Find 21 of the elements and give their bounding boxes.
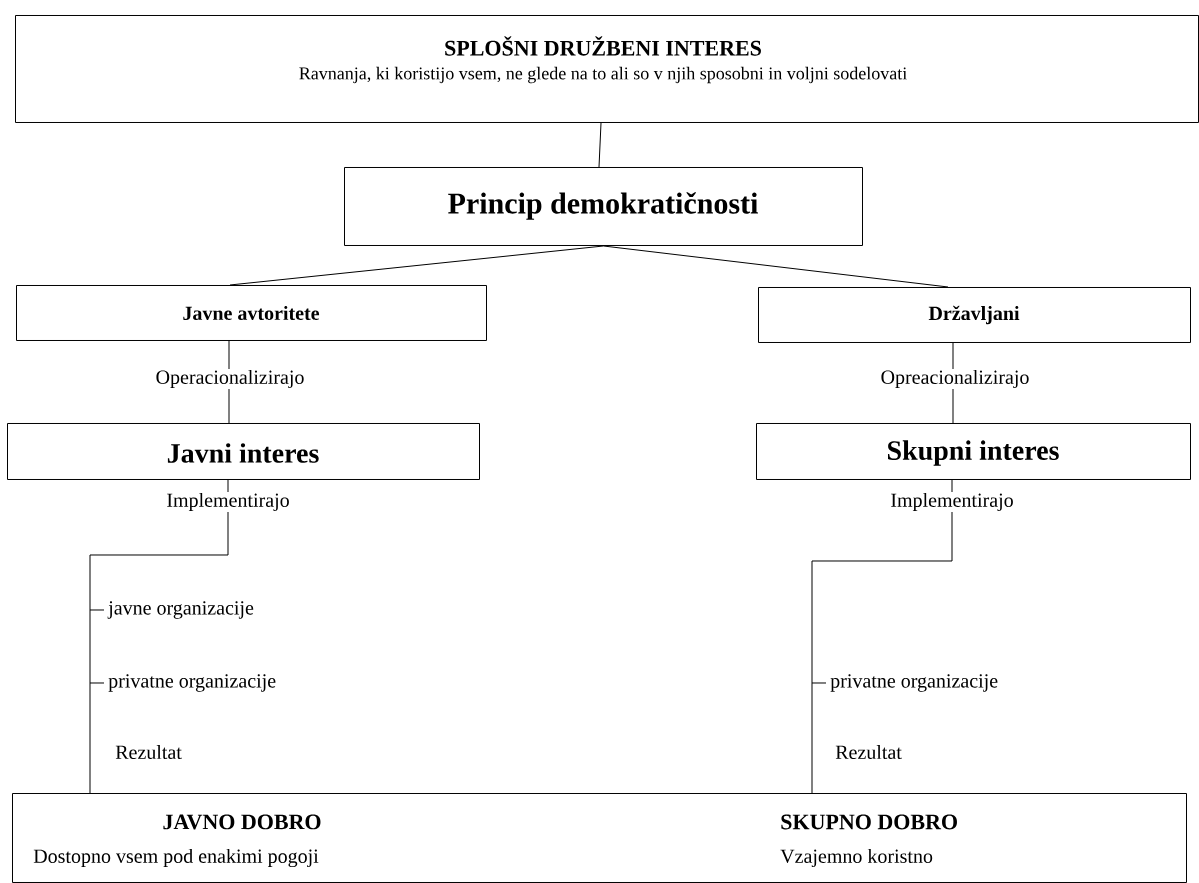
actor-box: Državljani: [758, 287, 1191, 343]
interest-box: Javni interes: [7, 423, 480, 480]
interest-box: Skupni interes: [756, 423, 1191, 480]
list-text: Rezultat: [835, 744, 902, 760]
edge-label: Opreacionalizirajo: [879, 368, 1031, 390]
edge-label: Implementirajo: [165, 491, 291, 513]
edge-label: Implementirajo: [889, 491, 1015, 513]
outcome-box: JAVNO DOBRO Dostopno vsem pod enakimi pogoji SKUPNO DOBRO Vzajemno koristno: [12, 793, 1187, 883]
list-text: Rezultat: [115, 744, 182, 760]
connector-line: [598, 122, 602, 168]
connector-line: [603, 245, 949, 288]
edge-label: Operacionalizirajo: [154, 368, 306, 390]
list-text: privatne organizacije: [108, 674, 276, 692]
principle-box: Princip demokratičnosti: [344, 167, 863, 246]
actor-box: Javne avtoritete: [16, 285, 487, 341]
connector-line: [89, 479, 229, 794]
list-text: privatne organizacije: [830, 674, 998, 692]
connector-line: [229, 245, 604, 286]
heading-box: SPLOŠNI DRUŽBENI INTERES Ravnanja, ki koristijo vsem, ne glede na to ali so v njih sposobni in voljni sodelovati: [15, 15, 1199, 123]
list-text: javne organizacije: [107, 601, 254, 619]
connector-line: [811, 479, 953, 794]
